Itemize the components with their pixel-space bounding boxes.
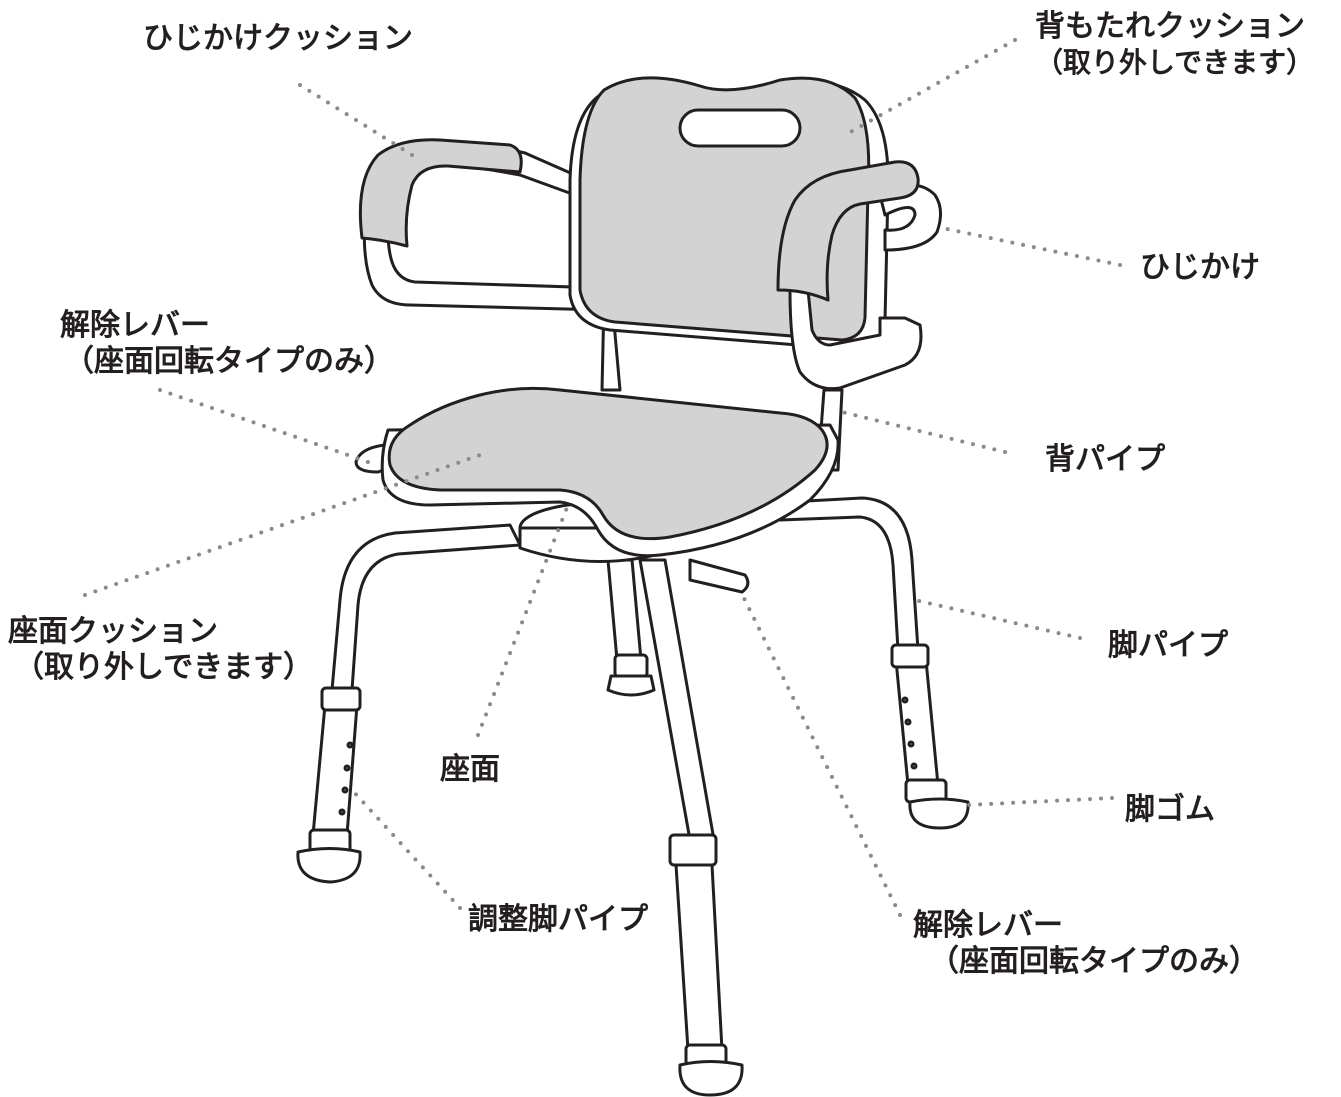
leader-armrest	[940, 226, 1122, 267]
seat-cushion	[387, 386, 829, 541]
right-armrest	[776, 160, 942, 391]
leader-release-lever-left	[158, 388, 370, 464]
label-seat-cushion: 座面クッション （取り外しできます）	[8, 614, 314, 685]
leader-release-lever-right	[738, 588, 902, 917]
leader-seat-cushion	[83, 453, 482, 597]
label-leg-rubber: 脚ゴム	[1125, 792, 1215, 827]
label-armrest: ひじかけ	[1140, 250, 1260, 285]
left-armrest	[358, 138, 607, 312]
leader-back-pipe	[840, 410, 1007, 454]
right-back-leg	[768, 496, 970, 830]
label-armrest-cushion: ひじかけクッション	[143, 21, 413, 56]
left-armrest-cushion	[358, 138, 523, 248]
leader-leg-pipe	[913, 598, 1082, 640]
label-seat: 座面	[440, 752, 500, 787]
right-front-leg	[638, 558, 744, 1097]
label-adjust-leg-pipe: 調整脚パイプ	[468, 902, 648, 937]
backrest-handle-hole	[678, 108, 802, 148]
leader-lines	[83, 38, 1122, 917]
label-release-lever-right: 解除レバー （座面回転タイプのみ）	[913, 908, 1259, 979]
label-leg-pipe: 脚パイプ	[1108, 628, 1228, 663]
seat	[380, 386, 840, 558]
leader-armrest-cushion	[298, 83, 422, 162]
release-lever-right-shape	[688, 558, 750, 594]
back-leg	[606, 558, 656, 697]
label-back-pipe: 背パイプ	[1045, 442, 1165, 477]
leader-leg-rubber	[966, 796, 1114, 807]
right-armrest-cushion	[776, 160, 920, 302]
label-release-lever-left: 解除レバー （座面回転タイプのみ）	[60, 308, 394, 379]
leader-adjust-leg-pipe	[350, 788, 462, 910]
leader-backrest-cushion	[843, 38, 1017, 137]
left-front-leg	[296, 523, 522, 884]
label-backrest-cushion: 背もたれクッション （取り外しできます）	[1035, 9, 1315, 79]
